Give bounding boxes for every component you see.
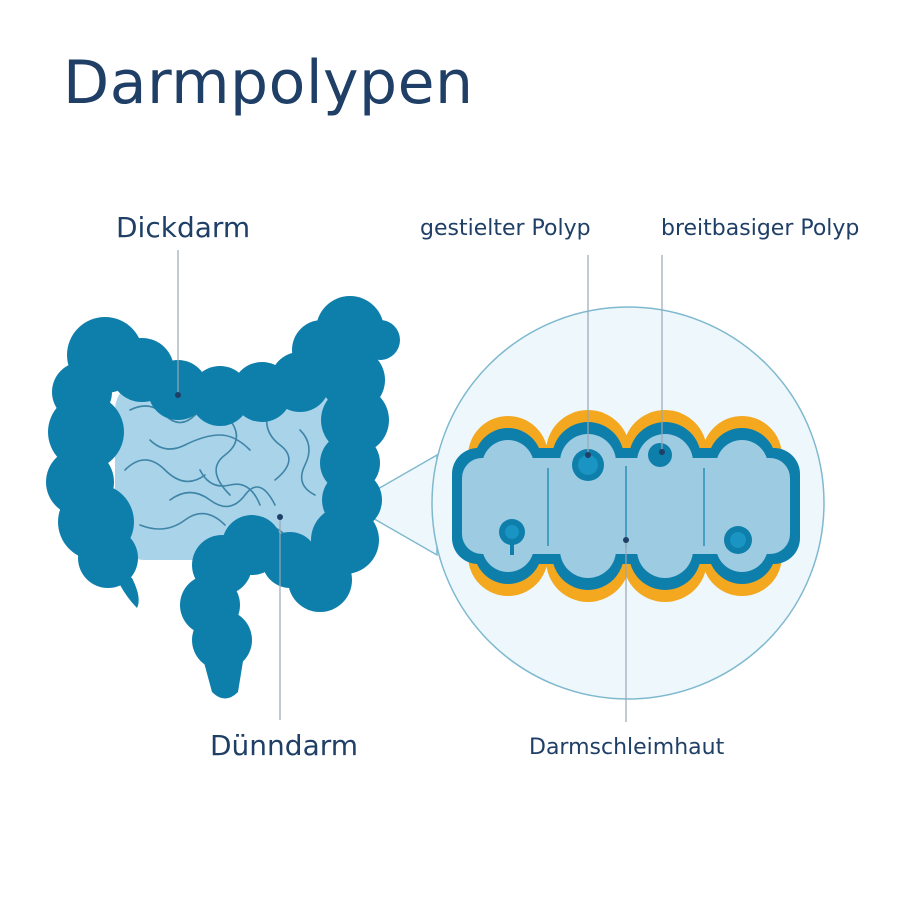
leader-lines (177, 250, 663, 722)
dot-dickdarm (175, 392, 181, 398)
dot-darmschleimhaut (623, 537, 629, 543)
label-darmschleimhaut: Darmschleimhaut (529, 735, 725, 760)
diagram-title: Darmpolypen (63, 48, 474, 118)
label-gestielter-polyp: gestielter Polyp (420, 216, 591, 241)
dot-duenndarm (277, 514, 283, 520)
label-breitbasiger-polyp: breitbasiger Polyp (661, 216, 860, 241)
polyp-stalked-top (572, 449, 604, 481)
colon (46, 296, 400, 699)
dot-gestielter-polyp (585, 452, 591, 458)
dot-breitbasiger-polyp (659, 449, 665, 455)
polyp-stalked-bottom-left (499, 519, 525, 555)
polyp-bottom-right (724, 526, 752, 554)
label-dickdarm: Dickdarm (116, 211, 251, 244)
polyp-broad-based-top (648, 443, 672, 467)
colon-cross-section (452, 410, 800, 602)
label-duenndarm: Dünndarm (210, 729, 359, 762)
